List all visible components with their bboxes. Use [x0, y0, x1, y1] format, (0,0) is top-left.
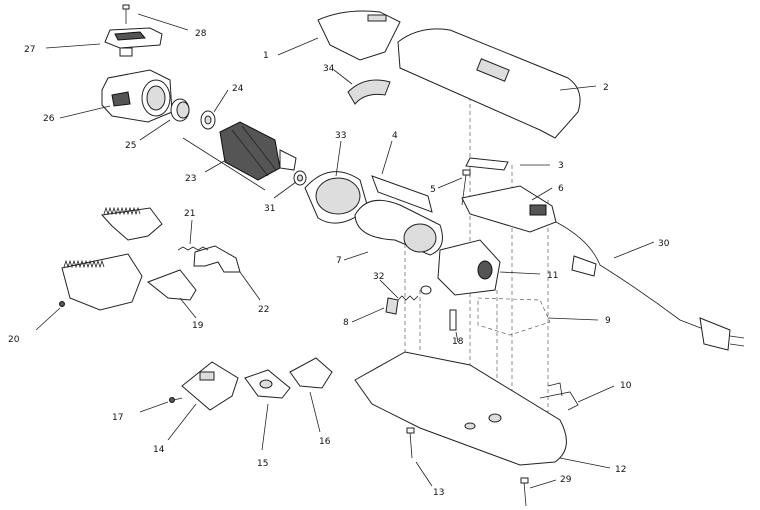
- part-24-bearing: [200, 110, 216, 130]
- label-part-24: 24: [232, 84, 244, 94]
- label-part-14: 14: [153, 445, 165, 455]
- part-12-bottom-housing: [354, 351, 567, 466]
- part-23-armature: [219, 121, 297, 181]
- label-part-1: 1: [263, 51, 269, 61]
- part-6-switch-assembly: [461, 185, 557, 233]
- part-10-lever: [539, 382, 579, 411]
- part-14-bracket: [181, 361, 239, 411]
- label-part-30: 30: [658, 239, 670, 249]
- label-part-11: 11: [547, 271, 558, 281]
- label-part-6: 6: [558, 184, 564, 194]
- part-22-lever: [193, 245, 241, 273]
- part-27-brush-holder: [104, 27, 163, 57]
- label-part-19: 19: [192, 321, 204, 331]
- label-part-4: 4: [392, 131, 398, 141]
- part-31-washer: [293, 170, 307, 186]
- part-4-bracket: [371, 175, 433, 213]
- part-33-stator-ring: [304, 171, 369, 224]
- label-part-22: 22: [258, 305, 269, 315]
- label-part-31: 31: [264, 204, 275, 214]
- label-part-27: 27: [24, 45, 35, 55]
- part-21-spring: [177, 246, 209, 251]
- part-25-ring: [170, 98, 190, 122]
- label-part-33: 33: [335, 131, 346, 141]
- label-part-16: 16: [319, 437, 331, 447]
- part-7-field-coil: [354, 199, 443, 256]
- part-29-screw: [520, 477, 529, 507]
- label-part-28: 28: [195, 29, 207, 39]
- part-11-switch-body: [437, 239, 501, 296]
- part-17-screw: [169, 397, 183, 403]
- label-part-2: 2: [603, 83, 609, 93]
- label-part-12: 12: [615, 465, 626, 475]
- part-2-housing: [397, 28, 581, 139]
- label-part-13: 13: [433, 488, 444, 498]
- part-34-switch-cap: [347, 79, 391, 105]
- label-part-9: 9: [605, 316, 611, 326]
- part-9-insulator-sheet: [477, 297, 551, 336]
- label-part-21: 21: [184, 209, 195, 219]
- label-part-7: 7: [336, 256, 342, 266]
- part-28-screw: [122, 4, 130, 24]
- label-part-8: 8: [343, 318, 349, 328]
- part-8-carbon-brush: [385, 297, 399, 315]
- leader-lines: [35, 13, 655, 489]
- part-18-terminal: [449, 309, 457, 331]
- label-part-18: 18: [452, 337, 464, 347]
- label-part-32: 32: [373, 272, 384, 282]
- label-part-26: 26: [43, 114, 55, 124]
- part-number-labels: 1 2 3 4 5 6 7 8 9 10 11 12 13 14 15 16 1…: [8, 29, 670, 498]
- part-26-motor-frame: [101, 69, 173, 123]
- label-part-29: 29: [560, 475, 572, 485]
- part-30-power-cord: [555, 221, 745, 351]
- label-part-23: 23: [185, 174, 196, 184]
- part-1-top-cover: [317, 10, 401, 61]
- part-upper-blade: [100, 206, 163, 241]
- label-part-17: 17: [112, 413, 123, 423]
- part-20-lower-blade: [59, 253, 143, 311]
- part-3-plate: [465, 157, 509, 171]
- label-part-5: 5: [430, 185, 436, 195]
- part-19-blade-plate: [147, 269, 197, 301]
- part-16-contact-plate: [289, 357, 333, 389]
- part-15-spring-plate: [244, 369, 291, 399]
- label-part-3: 3: [558, 161, 564, 171]
- part-32-spring: [397, 285, 432, 301]
- label-part-20: 20: [8, 335, 20, 345]
- label-part-15: 15: [257, 459, 268, 469]
- label-part-34: 34: [323, 64, 335, 74]
- part-13-screw: [406, 427, 415, 459]
- label-part-25: 25: [125, 141, 136, 151]
- label-part-10: 10: [620, 381, 632, 391]
